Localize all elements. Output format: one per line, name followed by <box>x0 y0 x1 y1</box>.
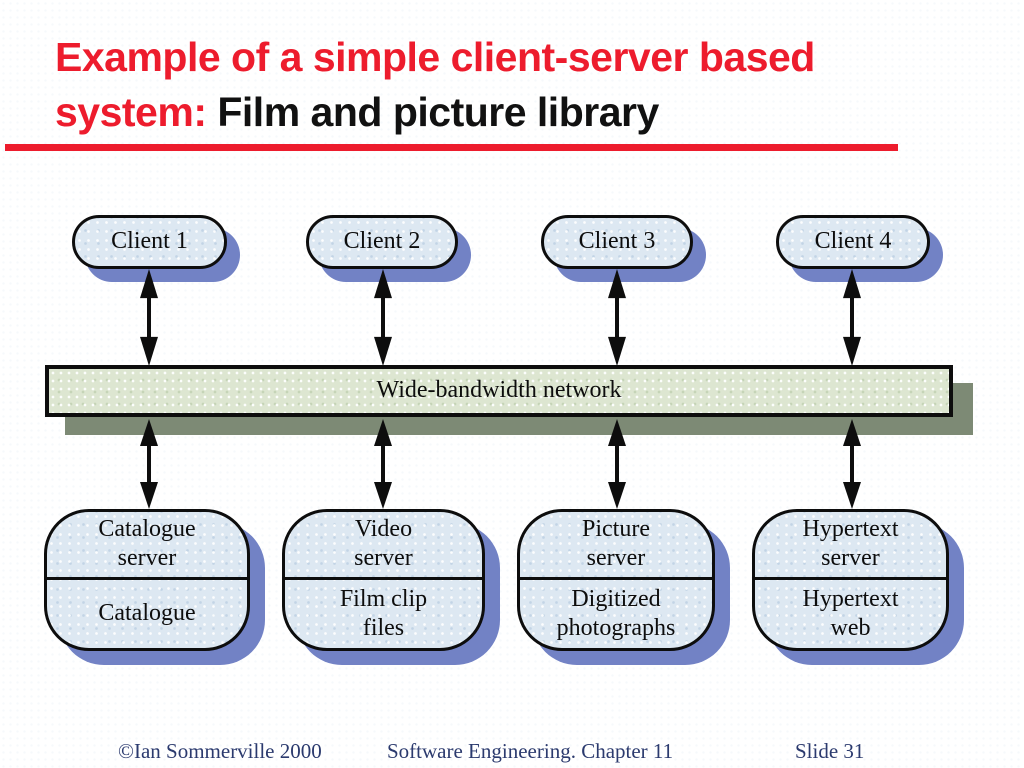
client-2-node: Client 2 <box>306 215 458 269</box>
server-divider <box>47 576 247 580</box>
hypertext-web-label-section: Hypertext web <box>755 580 946 648</box>
client-1-node: Client 1 <box>72 215 227 269</box>
title-line-2: system: Film and picture library <box>55 85 995 140</box>
title-line-1: Example of a simple client-server based <box>55 34 815 80</box>
server-divider <box>520 576 712 580</box>
catalogue-server-node: Catalogue server Catalogue <box>44 509 250 651</box>
title-underline <box>5 144 898 151</box>
client-3-node: Client 3 <box>541 215 693 269</box>
footer-copyright: ©Ian Sommerville 2000 <box>118 739 322 763</box>
slide-title: Example of a simple client-server based … <box>55 30 995 140</box>
client-4-node: Client 4 <box>776 215 930 269</box>
video-server-label: Video server <box>354 516 413 572</box>
double-arrow-network-server1-icon <box>138 419 160 509</box>
picture-server-label: Picture server <box>582 516 650 572</box>
digitized-photographs-label-section: Digitized photographs <box>520 580 712 648</box>
title-line-2-red: system: <box>55 89 207 135</box>
network-label: Wide-bandwidth network <box>376 377 622 404</box>
double-arrow-network-server2-icon <box>372 419 394 509</box>
double-arrow-network-server3-icon <box>606 419 628 509</box>
video-server-node: Video server Film clip files <box>282 509 485 651</box>
video-server-bottom-section: Film clip files <box>285 580 482 648</box>
catalogue-server-bottom-section: Catalogue <box>47 580 247 648</box>
double-arrow-client2-network-icon <box>372 269 394 366</box>
hypertext-server-top-section: Hypertext server <box>755 512 946 577</box>
network-bar: Wide-bandwidth network <box>45 365 953 417</box>
digitized-photographs-label: Digitized photographs <box>556 585 676 641</box>
catalogue-store-label: Catalogue <box>98 600 196 627</box>
client-2-label: Client 2 <box>343 228 421 255</box>
picture-server-top-section: Picture server <box>520 512 712 577</box>
double-arrow-client4-network-icon <box>841 269 863 366</box>
double-arrow-network-server4-icon <box>841 419 863 509</box>
double-arrow-client3-network-icon <box>606 269 628 366</box>
title-line-2-black: Film and picture library <box>206 89 659 135</box>
picture-server-node: Picture server Digitized photographs <box>517 509 715 651</box>
double-arrow-client1-network-icon <box>138 269 160 366</box>
hypertext-server-node: Hypertext server Hypertext web <box>752 509 949 651</box>
server-divider <box>285 576 482 580</box>
hypertext-server-label: Hypertext server <box>802 516 899 572</box>
footer-book-chapter: Software Engineering. Chapter 11 <box>387 739 674 763</box>
film-clip-files-label: Film clip files <box>339 585 428 641</box>
catalogue-server-top-section: Catalogue server <box>47 512 247 577</box>
client-4-label: Client 4 <box>814 228 892 255</box>
catalogue-server-label: Catalogue server <box>98 516 196 572</box>
video-server-top-section: Video server <box>285 512 482 577</box>
footer-slide-number: Slide 31 <box>795 739 865 763</box>
client-3-label: Client 3 <box>578 228 656 255</box>
hypertext-web-label: Hypertext web <box>802 585 899 641</box>
server-divider <box>755 576 946 580</box>
client-1-label: Client 1 <box>111 228 188 255</box>
